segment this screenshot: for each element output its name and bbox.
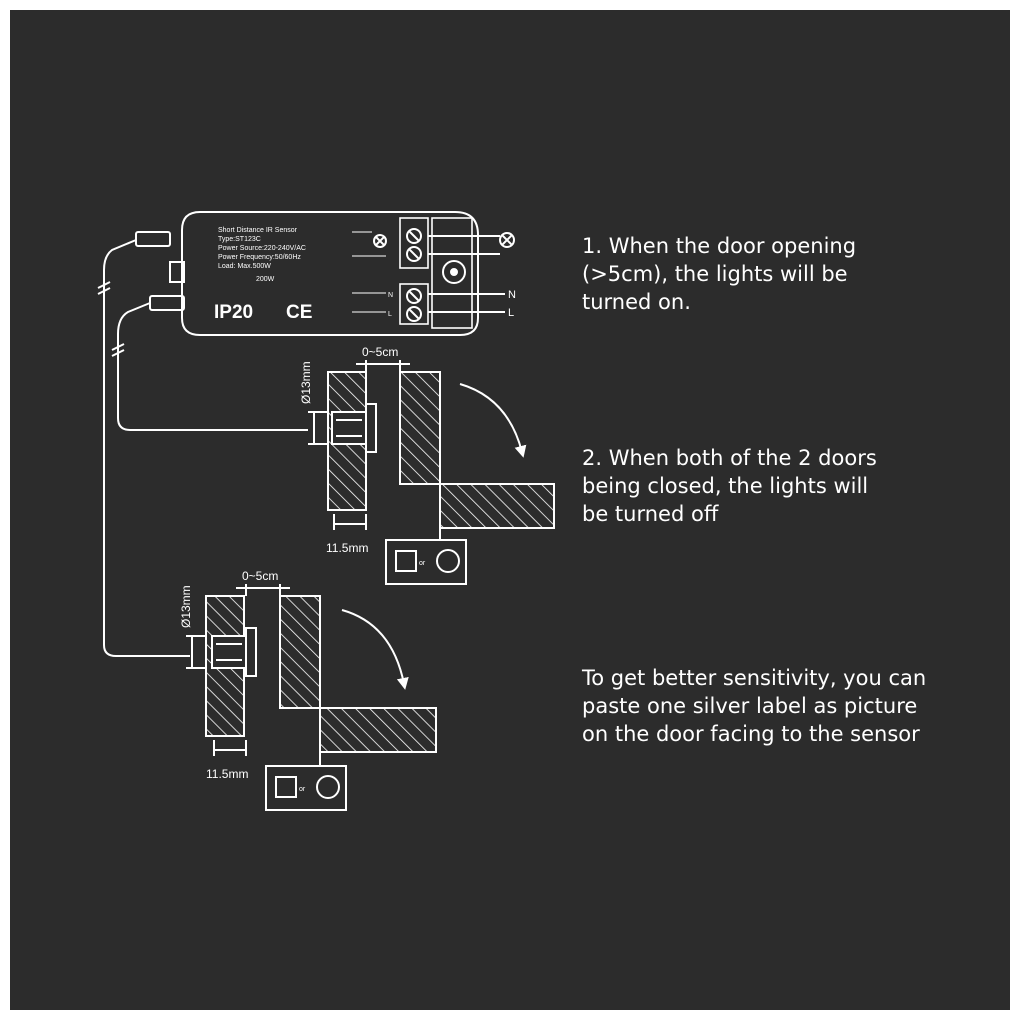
door-diagram-bottom [186, 584, 437, 811]
box-title: Short Distance IR Sensor [218, 227, 298, 234]
ip-rating: IP20 [214, 302, 253, 323]
box-type: Type:ST123C [218, 236, 261, 243]
diameter-label-top: Ø13mm [299, 361, 313, 404]
terminal-n-label: N [508, 289, 516, 301]
depth-label-top: 11.5mm [326, 541, 368, 555]
box-power-source: Power Source:220-240V/AC [218, 245, 306, 252]
door-diagram-top [308, 360, 555, 585]
depth-label-bottom: 11.5mm [206, 767, 248, 781]
small-l-label: L [388, 311, 392, 318]
sensor-cables [97, 231, 308, 657]
box-load-led: 200W [256, 276, 275, 283]
terminal-l-label: L [508, 307, 514, 319]
gap-label-top: 0~5cm [362, 345, 398, 359]
gap-label-bottom: 0~5cm [242, 569, 278, 583]
ce-mark: CE [286, 302, 312, 323]
box-power-frequency: Power Frequency:50/60Hz [218, 254, 301, 261]
note-door-opening: 1. When the door opening (>5cm), the lig… [582, 234, 857, 314]
or-label-top: or [419, 560, 426, 567]
sensor-box [169, 211, 515, 336]
note-doors-closed: 2. When both of the 2 doors being closed… [582, 446, 877, 526]
note-silver-label: To get better sensitivity, you can paste… [582, 666, 927, 746]
small-n-label: N [388, 292, 393, 299]
box-load: Load: Max.500W [218, 263, 271, 270]
diameter-label-bottom: Ø13mm [179, 585, 193, 628]
or-label-bottom: or [299, 786, 306, 793]
